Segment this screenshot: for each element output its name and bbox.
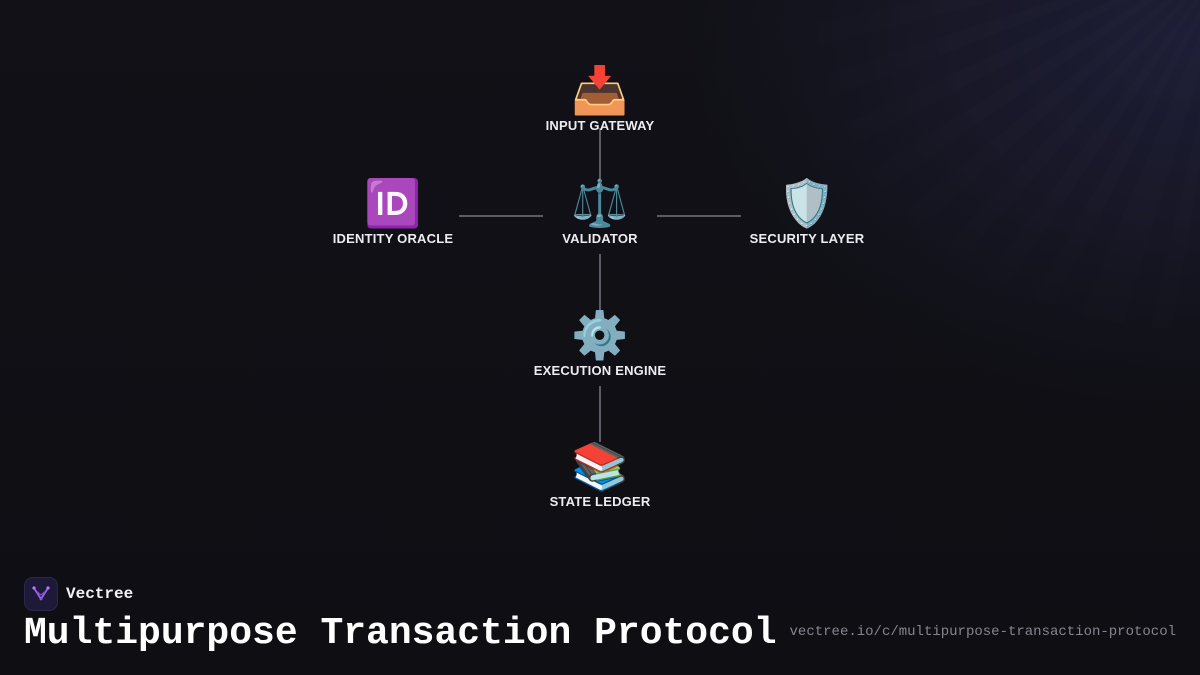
node-state-ledger[interactable]: 📚 STATE LEDGER [500,440,700,509]
books-icon: 📚 [571,439,629,493]
node-identity-oracle[interactable]: 🆔 IDENTITY ORACLE [293,177,493,246]
id-icon: 🆔 [364,176,422,230]
node-validator[interactable]: ⚖️ VALIDATOR [500,177,700,246]
inbox-tray-icon: 📥 [571,63,629,117]
shield-icon: 🛡️ [778,176,836,230]
node-label: STATE LEDGER [549,494,651,509]
node-label: SECURITY LAYER [749,231,865,246]
node-label: IDENTITY ORACLE [332,231,454,246]
node-label: VALIDATOR [562,231,638,246]
node-security-layer[interactable]: 🛡️ SECURITY LAYER [707,177,907,246]
node-label: INPUT GATEWAY [545,118,655,133]
vectree-logo-icon [24,577,58,611]
balance-scale-icon: ⚖️ [571,176,629,230]
brand-name: Vectree [66,585,134,603]
page-url[interactable]: vectree.io/c/multipurpose-transaction-pr… [789,624,1176,640]
node-label: EXECUTION ENGINE [533,363,667,378]
node-execution-engine[interactable]: ⚙️ EXECUTION ENGINE [500,309,700,378]
node-input-gateway[interactable]: 📥 INPUT GATEWAY [500,64,700,133]
page-title: Multipurpose Transaction Protocol [24,612,777,655]
brand[interactable]: Vectree [24,577,133,611]
gear-icon: ⚙️ [571,308,629,362]
